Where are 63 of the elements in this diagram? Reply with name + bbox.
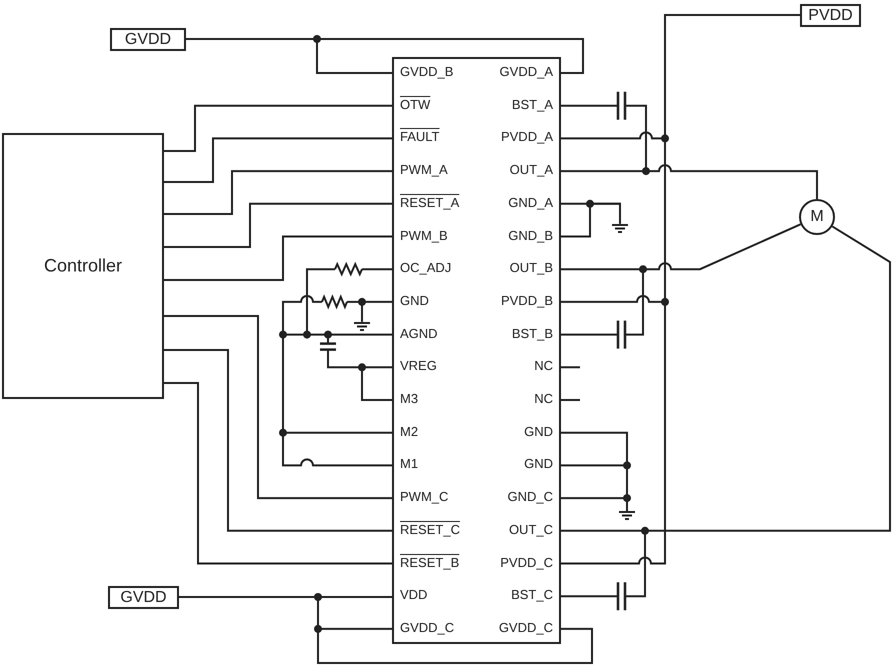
wire xyxy=(560,223,801,270)
pin-label: OC_ADJ xyxy=(400,260,452,276)
ground-symbol xyxy=(611,224,629,233)
pin-label: PWM_B xyxy=(400,228,448,244)
pin-label: AGND xyxy=(400,326,438,342)
pin-label: PWM_C xyxy=(400,489,448,506)
label-box xyxy=(800,4,861,27)
net-label: GVDD xyxy=(124,30,172,48)
wire xyxy=(163,170,392,215)
pin-label: OUT_A xyxy=(510,162,553,178)
wire xyxy=(163,315,392,500)
wire xyxy=(163,349,392,532)
pin-label: VREG xyxy=(400,358,437,374)
pin-label: PVDD_C xyxy=(500,554,553,570)
wire xyxy=(361,300,392,322)
label-box xyxy=(110,28,186,51)
pin-label: M2 xyxy=(400,424,418,440)
pin-label: GND_C xyxy=(507,489,553,506)
net-label: PVDD xyxy=(808,6,853,24)
pin-label: GND xyxy=(524,424,553,440)
pin-label: PVDD_A xyxy=(500,129,553,146)
wire xyxy=(163,202,392,248)
pin-label: NC xyxy=(534,391,553,407)
pin-label: BST_B xyxy=(512,326,553,342)
pin-label: M3 xyxy=(400,391,418,407)
wire xyxy=(163,236,392,281)
pin-label: GND xyxy=(524,456,553,472)
motor-label: M xyxy=(810,208,824,226)
ground-symbol xyxy=(618,511,636,520)
pin-label: RESET_C xyxy=(400,522,460,538)
pin-label: GVDD_C xyxy=(498,620,553,636)
label-box xyxy=(108,586,179,609)
pin-label: GVDD_A xyxy=(500,64,553,80)
pin-label: FAULT xyxy=(400,129,440,146)
wire xyxy=(560,164,818,199)
pin-label: M1 xyxy=(400,456,418,472)
wire xyxy=(560,226,891,532)
ground-symbol xyxy=(353,322,371,331)
motor-symbol xyxy=(799,199,835,235)
ic-box xyxy=(392,57,561,644)
pin-label: PVDD_B xyxy=(500,292,553,309)
pin-label: GND_A xyxy=(508,194,553,211)
controller-label: Controller xyxy=(44,256,122,276)
controller-box xyxy=(2,133,164,399)
wire xyxy=(163,104,392,152)
pin-label: GND_B xyxy=(508,228,553,244)
pin-label: OUT_C xyxy=(508,522,553,538)
wire xyxy=(163,137,392,183)
wire xyxy=(560,202,621,238)
pin-label: GND xyxy=(400,292,429,309)
pin-label: VDD xyxy=(400,587,428,604)
pin-label: NC xyxy=(534,358,553,374)
pin-label: RESET_A xyxy=(400,194,460,211)
pin-label: BST_A xyxy=(512,96,553,113)
pin-label: GVDD_B xyxy=(400,64,454,80)
pin-label: PWM_A xyxy=(400,162,448,178)
pin-label: BST_C xyxy=(511,587,553,604)
pin-label: RESET_B xyxy=(400,554,460,570)
pin-label: OTW xyxy=(400,96,430,113)
pin-label: GVDD_C xyxy=(400,620,454,636)
wire xyxy=(163,382,392,564)
net-label: GVDD xyxy=(120,588,167,606)
pin-label: OUT_B xyxy=(510,260,553,276)
